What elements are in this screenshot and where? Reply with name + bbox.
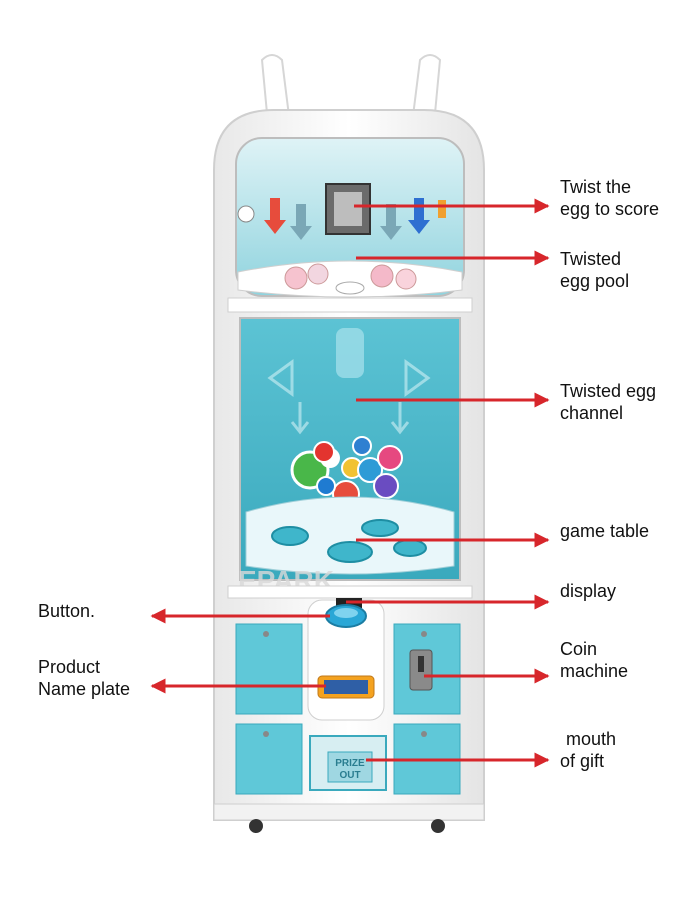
- score-arrows: [264, 198, 446, 240]
- score-display-inner: [334, 192, 362, 226]
- prize-sign: [327, 751, 373, 783]
- label-game-table: game table: [560, 521, 650, 541]
- label-egg-pool: Twisted egg pool: [560, 249, 630, 291]
- left-upper-panel: [235, 623, 303, 715]
- prize-label: PRIZE: [335, 758, 365, 769]
- label-egg-channel: Twisted egg channel: [560, 381, 657, 423]
- upper-ledge: [227, 297, 473, 313]
- score-window-knob: [237, 205, 255, 223]
- callout-arrows: [150, 198, 550, 768]
- coin-slot[interactable]: [418, 656, 424, 672]
- game-table-cups: [271, 519, 427, 563]
- label-button: Button.: [38, 601, 96, 621]
- egg-pool-eggs: [284, 263, 417, 295]
- label-twist-score: Twist the egg to score: [560, 177, 660, 219]
- label-display: display: [560, 581, 617, 601]
- cabinet-base: [213, 803, 485, 821]
- panel-screws: [263, 631, 427, 737]
- label-coin-machine: Coin machine: [560, 639, 629, 681]
- channel-chevrons: [267, 359, 431, 435]
- label-name-plate: Product Name plate: [38, 657, 131, 699]
- label-gift-mouth: mouth of gift: [560, 729, 617, 771]
- left-wheel: [249, 819, 263, 833]
- push-button-highlight: [334, 608, 358, 618]
- left-lower-panel: [235, 723, 303, 795]
- right-wheel: [431, 819, 445, 833]
- out-label: OUT: [339, 770, 360, 781]
- product-name-plate-inner: [324, 680, 368, 694]
- egg-drop-tube: [336, 328, 364, 378]
- lower-ledge: [227, 585, 473, 599]
